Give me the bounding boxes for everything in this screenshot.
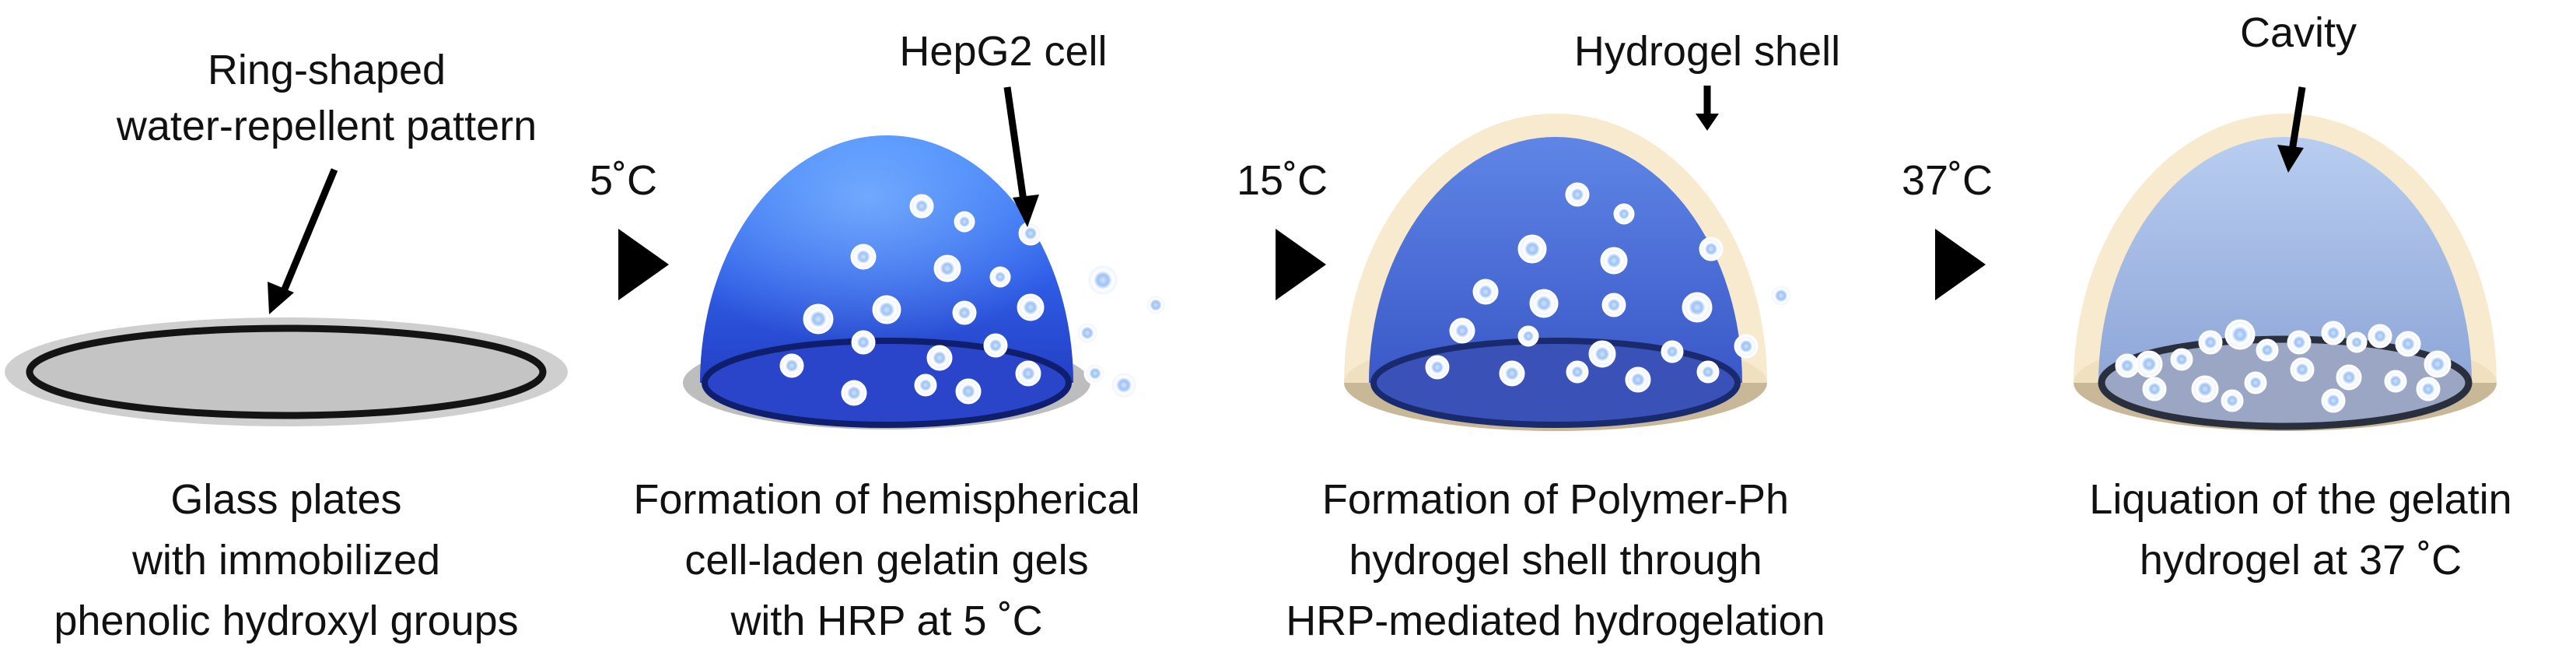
cell-icon: [1472, 279, 1499, 305]
cell-icon: [1529, 289, 1559, 318]
process-arrow-icon: [1276, 229, 1326, 300]
cell-icon: [933, 254, 961, 282]
cell-icon: [1499, 360, 1525, 387]
cell-icon: [1075, 321, 1100, 345]
step-3-caption-line-2: hydrogel shell through: [1349, 537, 1762, 584]
cell-icon: [2221, 389, 2244, 412]
cell-icon: [952, 300, 977, 325]
cell-icon: [1017, 293, 1045, 321]
pointer-arrow-icon: [1696, 86, 1719, 131]
cell-icon: [2142, 377, 2167, 401]
cell-icon: [2290, 357, 2315, 382]
cell-icon: [1144, 293, 1167, 317]
step-3-caption-line-3: HRP-mediated hydrogelation: [1286, 598, 1825, 644]
cell-icon: [2336, 364, 2362, 391]
step-1-plate: [5, 317, 568, 426]
process-arrow-icon: [618, 229, 669, 300]
cell-icon: [1517, 234, 1547, 264]
cell-icon: [1565, 182, 1590, 207]
step-3-cells: [1425, 182, 1794, 393]
step-1-annotation-line-2: water-repellent pattern: [116, 103, 537, 149]
cell-icon: [2395, 331, 2421, 357]
step-1-caption-line-3: phenolic hydroxyl groups: [54, 598, 518, 644]
temperature-2: 15˚C: [1237, 157, 1328, 204]
cell-icon: [989, 266, 1011, 288]
step-2-caption-line-3: with HRP at 5 ˚C: [730, 598, 1042, 644]
step-1-annotation-line-1: Ring-shaped: [208, 47, 446, 93]
cell-icon: [2416, 377, 2441, 401]
step-4-caption-line-1: Liquation of the gelatin: [2089, 476, 2511, 523]
step-2-caption-line-2: cell-laden gelatin gels: [684, 537, 1088, 584]
cell-icon: [1769, 283, 1794, 308]
cell-icon: [2256, 338, 2279, 362]
cell-icon: [983, 333, 1008, 358]
cell-icon: [2191, 375, 2219, 403]
cell-icon: [1086, 263, 1120, 297]
cell-icon: [2135, 350, 2163, 378]
cell-icon: [2198, 330, 2223, 355]
cell-icon: [1109, 370, 1139, 400]
step-4-caption-line-2: hydrogel at 37 ˚C: [2140, 537, 2462, 584]
temperature-1: 5˚C: [590, 157, 657, 204]
cell-icon: [2224, 319, 2256, 350]
step-4-annotation: Cavity: [2240, 9, 2357, 56]
step-3-caption-line-1: Formation of Polymer-Ph: [1322, 476, 1789, 523]
cell-icon: [1015, 360, 1041, 387]
cell-icon: [1601, 293, 1626, 317]
cell-icon: [2346, 331, 2368, 353]
step-2-cells: [779, 194, 1167, 406]
cell-icon: [2170, 348, 2193, 371]
cell-icon: [872, 295, 901, 324]
step-4-dome: [2074, 114, 2497, 431]
cell-icon: [2321, 321, 2346, 345]
cell-icon: [1696, 360, 1720, 384]
temperature-3: 37˚C: [1902, 157, 1993, 204]
cell-icon: [954, 211, 975, 233]
cell-icon: [850, 244, 877, 270]
cell-icon: [1566, 360, 1589, 384]
cell-icon: [2368, 324, 2392, 349]
cell-icon: [2115, 353, 2140, 378]
cell-icon: [1699, 237, 1724, 261]
cell-icon: [955, 378, 982, 405]
cell-icon: [2321, 388, 2346, 413]
cell-icon: [803, 303, 834, 335]
cell-icon: [1682, 292, 1713, 323]
cell-icon: [1588, 340, 1616, 368]
step-3-annotation: Hydrogel shell: [1574, 28, 1840, 75]
cell-icon: [1600, 247, 1628, 275]
cell-icon: [841, 380, 867, 406]
cell-icon: [1083, 362, 1107, 385]
cell-icon: [2424, 350, 2452, 378]
cell-icon: [1018, 221, 1043, 246]
cell-icon: [1625, 366, 1651, 393]
cell-icon: [779, 353, 804, 378]
step-3-dome: [1344, 114, 1767, 431]
step-2-annotation: HepG2 cell: [899, 28, 1107, 75]
cell-icon: [926, 345, 953, 371]
process-arrow-icon: [1935, 229, 1986, 300]
cell-icon: [2384, 370, 2407, 393]
cell-icon: [851, 330, 876, 355]
step-2-caption-line-1: Formation of hemispherical: [633, 476, 1139, 523]
step-4-cells: [2115, 319, 2452, 413]
cell-icon: [2244, 371, 2267, 394]
pointer-arrow-icon: [268, 168, 338, 314]
cell-icon: [1449, 317, 1475, 344]
cell-icon: [2287, 330, 2312, 355]
cell-icon: [1734, 334, 1759, 359]
step-1-caption-line-2: with immobilized: [131, 537, 440, 584]
cell-icon: [1425, 355, 1450, 380]
cell-icon: [1613, 203, 1635, 225]
pointer-arrow-icon: [1003, 86, 1039, 227]
step-1-caption-line-1: Glass plates: [170, 476, 401, 523]
pointer-arrow-icon: [2277, 86, 2306, 173]
cell-icon: [1517, 325, 1539, 347]
cell-icon: [914, 373, 937, 397]
cell-icon: [909, 194, 934, 219]
cell-icon: [1661, 340, 1684, 363]
